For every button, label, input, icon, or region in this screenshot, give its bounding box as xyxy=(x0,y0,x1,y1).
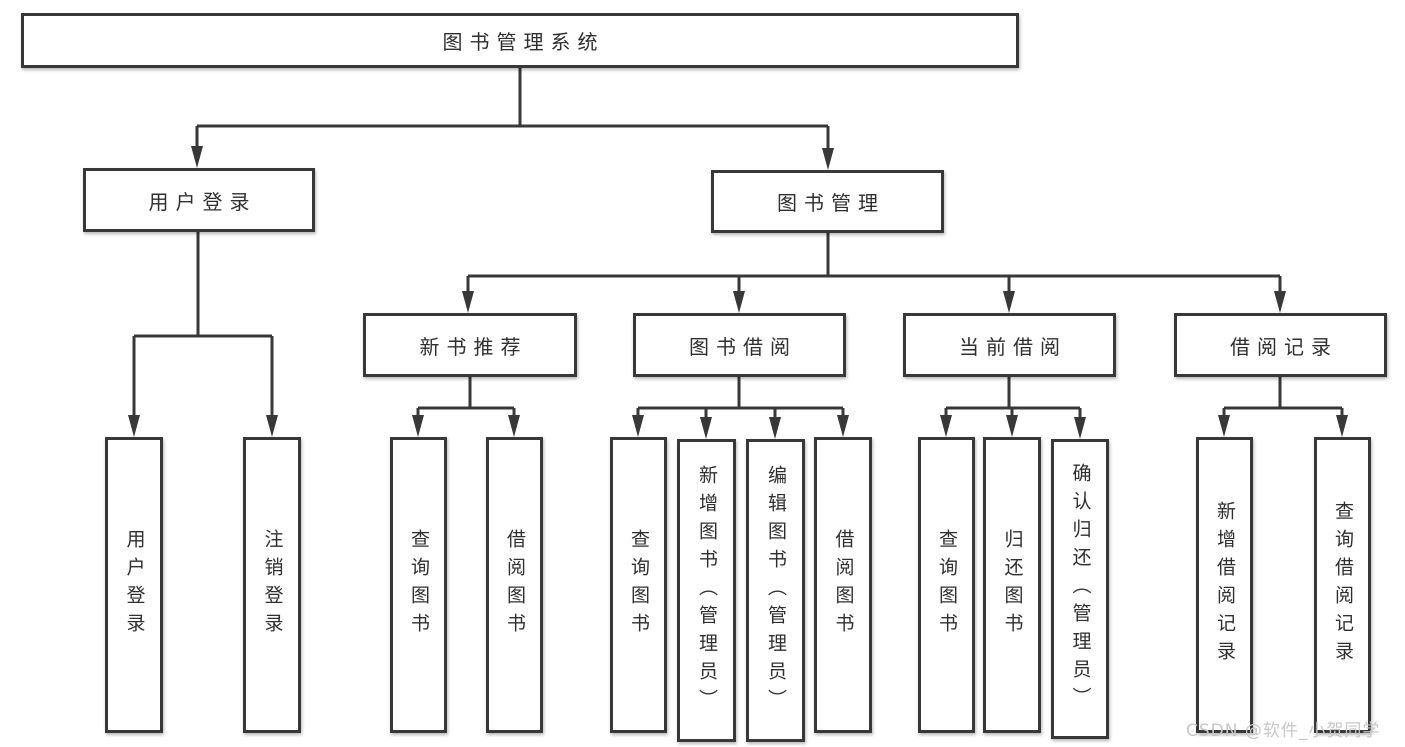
leaf-bookborrow-add-books-admin: 新增图书（管理员） xyxy=(677,439,736,742)
node-label: 图书借阅 xyxy=(689,334,797,359)
node-label: 用户登录 xyxy=(123,529,146,641)
leaf-records-query-borrow-record: 查询借阅记录 xyxy=(1314,437,1371,733)
arrowheads xyxy=(128,146,1348,439)
node-label: 图书管理 xyxy=(777,191,885,215)
arrow-down-icon xyxy=(128,415,140,437)
leaf-bookborrow-borrow-books: 借阅图书 xyxy=(814,437,872,733)
arrow-down-icon xyxy=(940,415,952,437)
arrow-down-icon xyxy=(412,415,424,437)
node-book-borrow: 图书借阅 xyxy=(633,313,846,377)
arrow-down-icon xyxy=(508,415,520,437)
node-label: 借阅图书 xyxy=(832,529,855,641)
node-label: 归还图书 xyxy=(1001,529,1024,641)
arrow-down-icon xyxy=(837,415,849,437)
node-label: 图书管理系统 xyxy=(442,30,605,54)
arrow-down-icon xyxy=(191,146,203,168)
node-label: 确认归还（管理员） xyxy=(1069,463,1092,715)
arrow-down-icon xyxy=(1003,291,1015,313)
node-label: 当前借阅 xyxy=(959,334,1067,359)
leaf-user-login: 用户登录 xyxy=(105,437,163,733)
csdn-watermark: CSDN @软件_小贺同学 xyxy=(1186,721,1381,741)
node-label: 注销登录 xyxy=(261,529,284,641)
arrow-down-icon xyxy=(266,415,278,437)
node-label: 借阅图书 xyxy=(504,529,526,641)
node-user-login: 用户登录 xyxy=(83,168,315,232)
node-label: 查询图书 xyxy=(936,529,958,641)
arrow-down-icon xyxy=(632,415,644,437)
arrow-down-icon xyxy=(1006,415,1018,437)
arrow-down-icon xyxy=(733,291,745,313)
arrow-down-icon xyxy=(462,291,474,313)
leaf-current-query-books: 查询图书 xyxy=(918,437,975,733)
leaf-logout: 注销登录 xyxy=(243,437,301,733)
node-borrow-records: 借阅记录 xyxy=(1174,313,1387,377)
node-label: 查询图书 xyxy=(408,529,430,641)
leaf-newbook-query-books: 查询图书 xyxy=(390,437,447,733)
node-label: 新增借阅记录 xyxy=(1214,501,1236,669)
leaf-current-confirm-return-admin: 确认归还（管理员） xyxy=(1051,439,1109,739)
node-label: 新增图书（管理员） xyxy=(696,464,718,717)
arrow-down-icon xyxy=(1218,415,1230,437)
node-label: 查询借阅记录 xyxy=(1332,501,1354,669)
arrow-down-icon xyxy=(1074,417,1086,439)
leaf-bookborrow-query-books: 查询图书 xyxy=(610,437,667,733)
node-current-borrow: 当前借阅 xyxy=(903,313,1116,377)
arrow-down-icon xyxy=(1274,291,1286,313)
leaf-bookborrow-edit-books-admin: 编辑图书（管理员） xyxy=(746,439,805,742)
node-label: 借阅记录 xyxy=(1230,334,1338,359)
node-new-book-recommend: 新书推荐 xyxy=(363,313,577,377)
arrow-down-icon xyxy=(822,148,834,170)
arrow-down-icon xyxy=(700,417,712,439)
arrow-down-icon xyxy=(1336,415,1348,437)
node-label: 查询图书 xyxy=(628,529,650,641)
node-book-management: 图书管理 xyxy=(711,170,944,233)
arrow-down-icon xyxy=(769,417,781,439)
node-root-library-management-system: 图书管理系统 xyxy=(21,13,1019,68)
leaf-records-add-borrow-record: 新增借阅记录 xyxy=(1196,437,1253,733)
node-label: 新书推荐 xyxy=(419,334,528,359)
node-label: 用户登录 xyxy=(148,189,257,214)
node-label: 编辑图书（管理员） xyxy=(765,464,787,717)
leaf-newbook-borrow-books: 借阅图书 xyxy=(486,437,543,733)
leaf-current-return-books: 归还图书 xyxy=(983,437,1041,733)
